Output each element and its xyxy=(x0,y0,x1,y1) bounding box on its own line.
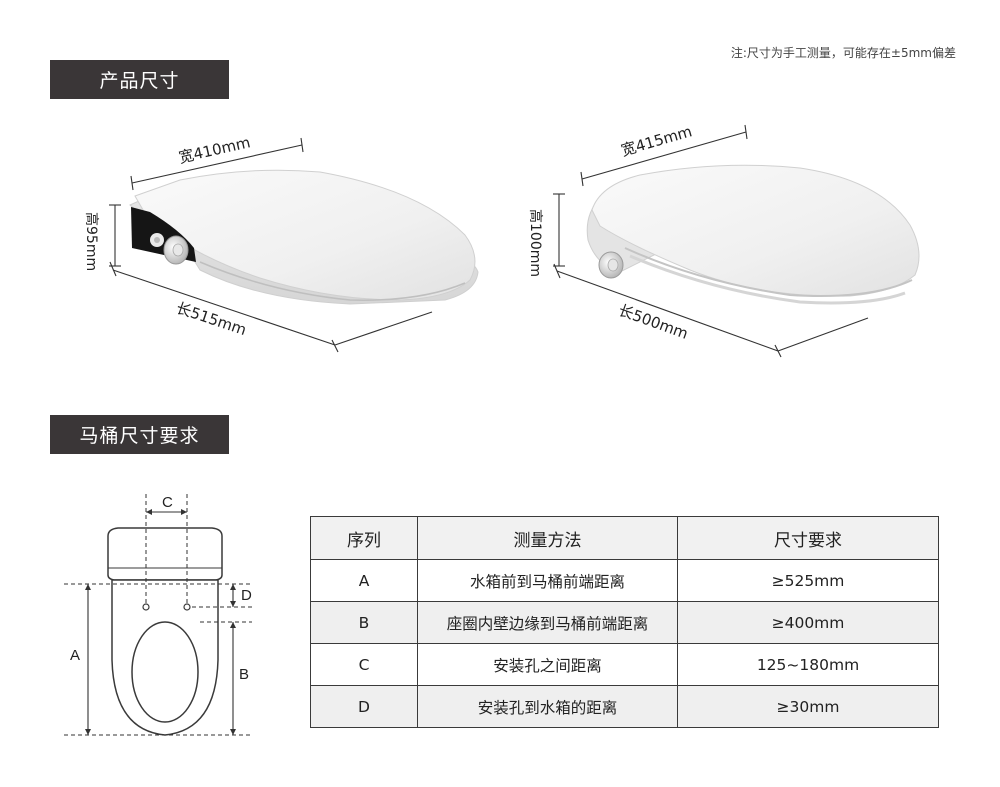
toilet-requirements-table: 序列 测量方法 尺寸要求 A 水箱前到马桶前端距离 ≥525mm B 座圈内壁边… xyxy=(310,516,939,728)
table-cell: A xyxy=(310,559,418,602)
table-cell: 安装孔到水箱的距离 xyxy=(417,685,678,728)
right-height-label: 高100mm xyxy=(527,209,543,277)
table-header-cell: 序列 xyxy=(310,516,418,560)
table-header-cell: 测量方法 xyxy=(417,516,678,560)
table-cell: 安装孔之间距离 xyxy=(417,643,678,686)
left-height-label: 高95mm xyxy=(83,212,99,272)
table-header-row: 序列 测量方法 尺寸要求 xyxy=(310,516,939,560)
diagram-label-d: D xyxy=(241,587,252,604)
table-cell: 125~180mm xyxy=(677,643,939,686)
table-cell: ≥400mm xyxy=(677,601,939,644)
diagram-arrowheads xyxy=(85,509,236,735)
section-title-product-size: 产品尺寸 xyxy=(50,60,229,99)
table-row: D 安装孔到水箱的距离 ≥30mm xyxy=(310,685,939,728)
section-title-toilet-requirements: 马桶尺寸要求 xyxy=(50,415,229,454)
table-cell: 座圈内壁边缘到马桶前端距离 xyxy=(417,601,678,644)
dimension-lines-right xyxy=(553,124,869,358)
table-row: C 安装孔之间距离 125~180mm xyxy=(310,643,939,686)
table-row: A 水箱前到马桶前端距离 ≥525mm xyxy=(310,559,939,602)
table-cell: 水箱前到马桶前端距离 xyxy=(417,559,678,602)
toilet-seat-image-right xyxy=(586,164,920,305)
toilet-seat-image-left xyxy=(129,169,479,305)
table-cell: B xyxy=(310,601,418,644)
dimension-lines-left xyxy=(109,137,433,353)
toilet-diagram xyxy=(107,527,223,736)
diagram-label-b: B xyxy=(239,666,250,683)
table-row: B 座圈内壁边缘到马桶前端距离 ≥400mm xyxy=(310,601,939,644)
table-cell: D xyxy=(310,685,418,728)
diagram-label-c: C xyxy=(162,494,173,511)
table-cell: C xyxy=(310,643,418,686)
table-header-cell: 尺寸要求 xyxy=(677,516,939,560)
table-cell: ≥30mm xyxy=(677,685,939,728)
diagram-guide-lines xyxy=(64,494,252,736)
diagram-label-a: A xyxy=(70,647,81,664)
measurement-note: 注:尺寸为手工测量，可能存在±5mm偏差 xyxy=(730,46,956,60)
table-cell: ≥525mm xyxy=(677,559,939,602)
